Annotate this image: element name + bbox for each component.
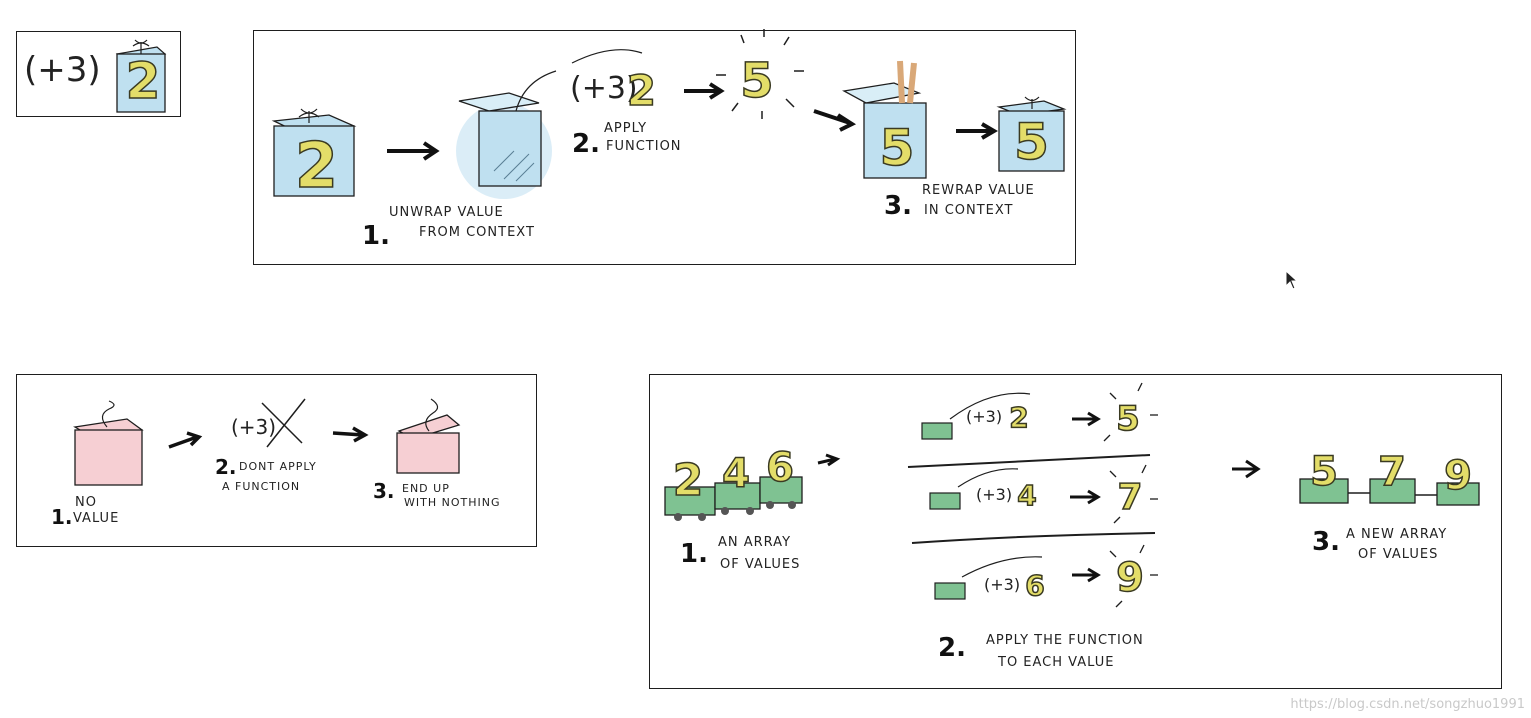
functor-step3-number: 3. xyxy=(884,191,912,221)
wrapped-box-output xyxy=(996,96,1067,172)
cross-out xyxy=(261,398,306,448)
array-step1-line1: An array xyxy=(718,535,792,550)
row-separator-2 xyxy=(911,532,1156,544)
input-value-glyph: 2 xyxy=(294,128,339,203)
wrapped-result-glyph: 5 xyxy=(879,118,915,178)
row-separator-1 xyxy=(907,454,1151,468)
array-arrow-in xyxy=(817,453,841,467)
array-step2-line2: to each value xyxy=(998,655,1115,670)
nothing-result-box xyxy=(396,398,461,474)
row-0-result: 5 xyxy=(1115,398,1140,440)
array-step3-line2: of values xyxy=(1358,547,1439,562)
result-glyph: 5 xyxy=(740,52,775,110)
array-drawings xyxy=(664,382,1480,608)
empty-box xyxy=(73,400,144,486)
row-0-fn: (+3) xyxy=(966,407,1003,426)
pull-arc xyxy=(571,49,643,64)
array-panel: 2 4 6 (+3) 2 5 (+3) 4 7 (+3) 6 9 5 7 9 1… xyxy=(649,374,1502,689)
wrapped-box-input xyxy=(271,108,357,197)
row-carts xyxy=(921,422,966,600)
array-step1-line2: of values xyxy=(720,557,801,572)
legend-panel: (+3) 2 xyxy=(16,31,181,117)
row-1-result: 7 xyxy=(1117,476,1144,519)
input-array-value-0: 2 xyxy=(672,454,704,507)
nothing-step2-number: 2. xyxy=(215,455,237,479)
functor-panel: 2 (+3) 2 5 5 5 1. Unwrap value from cont… xyxy=(253,29,1076,265)
row-2-fn: (+3) xyxy=(984,575,1021,594)
arrow-1 xyxy=(387,141,440,161)
legend-value-glyph: 2 xyxy=(125,51,161,111)
nothing-step1-number: 1. xyxy=(51,505,73,529)
array-step1-number: 1. xyxy=(680,539,708,569)
output-array-value-2: 9 xyxy=(1443,452,1472,500)
watermark: https://blog.csdn.net/songzhuo1991 xyxy=(1290,697,1525,712)
row-arcs xyxy=(949,392,1043,578)
row-1-value: 4 xyxy=(1017,478,1038,513)
functor-step2-line1: Apply xyxy=(604,121,648,136)
wrapped-final-glyph: 5 xyxy=(1013,112,1049,172)
arrow-4 xyxy=(956,122,998,140)
row-1-fn: (+3) xyxy=(976,485,1013,504)
nothing-step2-line1: Dont apply xyxy=(239,460,317,473)
nothing-step2-line2: a function xyxy=(222,480,301,493)
array-burst-rays xyxy=(1103,382,1158,608)
nothing-step3-line1: End up xyxy=(402,482,450,495)
functor-step1-line2: from context xyxy=(419,225,535,240)
row-0-value: 2 xyxy=(1009,400,1030,435)
functor-step1-line1: Unwrap value xyxy=(389,205,504,220)
functor-step3-line2: in context xyxy=(924,203,1014,218)
row-2-value: 6 xyxy=(1025,568,1046,603)
array-step2-line1: Apply the function xyxy=(986,633,1144,648)
mouse-cursor-icon xyxy=(1285,269,1299,290)
nothing-drawings xyxy=(73,398,461,486)
apply-fn-value-glyph: 2 xyxy=(626,65,657,116)
legend-gift-box xyxy=(115,39,167,113)
functor-step2-line2: function xyxy=(606,139,682,154)
arrow-2 xyxy=(684,82,725,100)
array-step3-line1: A new array xyxy=(1346,527,1448,542)
input-array-value-1: 4 xyxy=(721,450,750,498)
array-step3-number: 3. xyxy=(1312,527,1340,557)
array-step2-number: 2. xyxy=(938,633,966,663)
row-arrows xyxy=(1070,411,1261,583)
nothing-step1-line2: value xyxy=(73,511,120,526)
nothing-step3-number: 3. xyxy=(373,479,395,503)
functor-step2-number: 2. xyxy=(572,129,600,159)
nothing-arrow-2 xyxy=(332,426,369,443)
functor-drawings xyxy=(271,29,1067,199)
nothing-panel: (+3) 1. No value 2. Dont apply a functio… xyxy=(16,374,537,547)
nothing-step1-line1: No xyxy=(75,495,97,510)
arrow-3 xyxy=(813,109,857,132)
open-box xyxy=(456,70,557,199)
output-array-value-1: 7 xyxy=(1377,448,1406,496)
nothing-arrow-1 xyxy=(168,431,203,449)
output-carts xyxy=(1299,478,1480,506)
legend-function-label: (+3) xyxy=(24,50,101,90)
input-array-value-2: 6 xyxy=(765,444,794,492)
nothing-fn-label: (+3) xyxy=(231,415,277,439)
row-2-result: 9 xyxy=(1115,554,1144,602)
burst-rays xyxy=(716,29,804,119)
output-array-value-0: 5 xyxy=(1309,448,1338,496)
nothing-step3-line2: with nothing xyxy=(404,496,501,509)
functor-step3-line1: Rewrap value xyxy=(922,183,1035,198)
apply-fn-label: (+3) xyxy=(570,71,638,106)
functor-step1-number: 1. xyxy=(362,221,390,251)
rewrap-box xyxy=(842,60,927,179)
input-carts xyxy=(664,476,803,521)
